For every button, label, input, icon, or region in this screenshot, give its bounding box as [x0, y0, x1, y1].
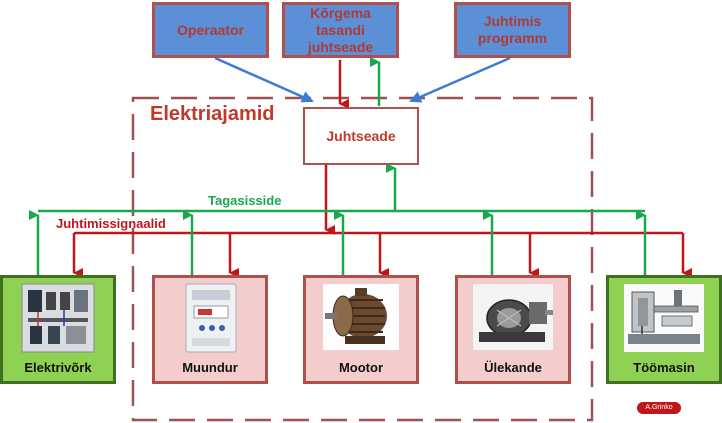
- motor-label: Mootor: [338, 360, 384, 375]
- higher-controller-label: Kõrgema tasandi juhtseade: [307, 4, 374, 55]
- control-program-label: Juhtimis programm: [477, 13, 548, 46]
- converter-label: Muundur: [182, 360, 238, 375]
- transmission-box: Ülekande: [455, 275, 571, 384]
- frequency-converter-icon: [185, 283, 237, 353]
- group-title: Elektriajamid: [150, 103, 275, 125]
- grid-label: Elektrivõrk: [24, 360, 92, 375]
- program-arrow: [409, 56, 511, 103]
- machine-label: Töömasin: [633, 360, 695, 375]
- motor-box: Mootor: [303, 275, 419, 384]
- feedback-label: Tagasisside: [208, 193, 282, 208]
- operator-arrow: [214, 56, 314, 103]
- author-signature: A.Grinko: [637, 402, 681, 414]
- grid-box: Elektrivõrk: [0, 275, 116, 384]
- gearbox-icon: [473, 284, 553, 350]
- electric-motor-icon: [323, 284, 399, 350]
- converter-box: Muundur: [152, 275, 268, 384]
- operator-label: Operaator: [177, 21, 244, 38]
- transmission-label: Ülekande: [484, 360, 542, 375]
- higher-controller-box: Kõrgema tasandi juhtseade: [282, 2, 399, 58]
- control-program-box: Juhtimis programm: [454, 2, 571, 58]
- operator-box: Operaator: [152, 2, 269, 58]
- machine-tool-icon: [624, 284, 704, 352]
- machine-box: Töömasin: [606, 275, 722, 384]
- electric-drives-boundary: [131, 96, 594, 422]
- electrical-cabinet-icon: [21, 283, 95, 353]
- controller-box: Juhtseade: [303, 107, 419, 165]
- control-signals-label: Juhtimissignaalid: [56, 216, 166, 231]
- controller-label: Juhtseade: [326, 128, 396, 144]
